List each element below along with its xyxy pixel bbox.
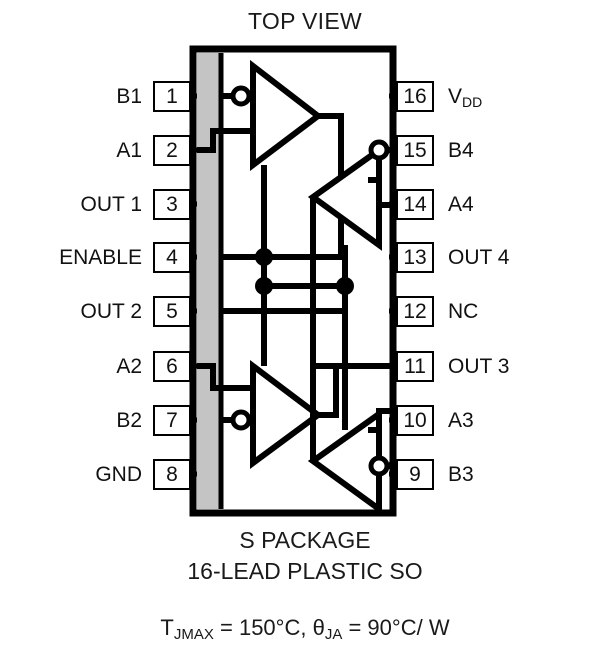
junction-dot-1 [255,248,273,266]
w-out2-apex [318,366,339,418]
w-a1 [197,128,253,153]
pin-label-out2: OUT 2 [80,300,142,323]
w-a2 [197,363,253,391]
pin-label-nc: NC [448,300,479,323]
pin-label-vdd: VDD [448,85,483,110]
pin-box-7[interactable]: 7 [153,405,191,436]
w-a3-step [368,408,393,433]
pin-box-16[interactable]: 16 [396,81,434,112]
top-view-label: TOP VIEW [247,8,363,34]
tjmax-subscript: JMAX [173,626,214,643]
tjmax-value: = 150°C, [213,615,313,640]
inversion-bubble-3 [368,455,390,477]
pin-label-a1: A1 [116,139,142,162]
pin-box-6[interactable]: 6 [153,351,191,382]
theta-subscript: JA [324,626,343,643]
pin-box-2[interactable]: 2 [153,135,191,166]
package-name-line2: 16-LEAD PLASTIC SO [187,558,423,584]
pin-box-9[interactable]: 9 [396,459,434,490]
pin-label-out4: OUT 4 [448,246,510,269]
inversion-bubble-2 [230,409,252,431]
thermal-spec: TJMAX = 150°C, θJA = 90°C/ W [0,615,610,643]
pin-label-b1: B1 [116,85,142,108]
pin-label-enable: ENABLE [59,246,142,269]
pin-label-a4: A4 [448,193,474,216]
pin-label-out1: OUT 1 [80,193,142,216]
junction-dot-3 [336,277,354,295]
pin-box-15[interactable]: 15 [396,135,434,166]
pin-box-14[interactable]: 14 [396,189,434,220]
tjmax-symbol: T [160,615,174,640]
pin-label-gnd: GND [95,463,142,486]
junction-dot-2 [255,277,273,295]
theta-symbol: θ [312,615,325,640]
pin-label-vdd-sub: DD [462,94,483,110]
pin-label-a2: A2 [116,355,142,378]
pin-box-3[interactable]: 3 [153,189,191,220]
pin-label-vdd-text: V [448,85,463,108]
theta-value: = 90°C/ W [342,615,450,640]
schematic-overlay [197,53,393,515]
pin-box-8[interactable]: 8 [153,459,191,490]
w-out2 [221,308,316,366]
pin-box-10[interactable]: 10 [396,405,434,436]
pin-box-11[interactable]: 11 [396,351,434,382]
pin-box-4[interactable]: 4 [153,242,191,273]
pin-box-13[interactable]: 13 [396,242,434,273]
pin-box-12[interactable]: 12 [396,296,434,327]
inversion-bubble-4 [368,139,390,161]
w-a4-step [368,177,393,208]
pin-box-5[interactable]: 5 [153,296,191,327]
tri-1 [250,59,323,172]
package-body-border [189,45,397,517]
package-name-line1: S PACKAGE [239,527,371,553]
pin-label-a3: A3 [448,409,474,432]
pin-box-1[interactable]: 1 [153,81,191,112]
pin-label-b3: B3 [448,463,474,486]
pin-label-out3: OUT 3 [448,355,510,378]
pin-label-b2: B2 [116,409,142,432]
inversion-bubble-1 [230,85,252,107]
tri-2 [250,359,324,469]
pin-label-b4: B4 [448,139,474,162]
